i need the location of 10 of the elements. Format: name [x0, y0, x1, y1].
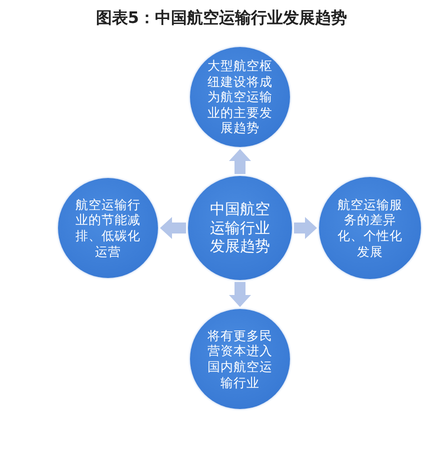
circle-label: 航空运输行业的节能减排、低碳化运营: [74, 196, 142, 260]
circle-label: 航空运输服务的差异化、个性化发展: [336, 196, 404, 260]
block-arrow: [160, 217, 186, 239]
chart-title: 图表5：中国航空运输行业发展趋势: [96, 8, 348, 29]
circle-label: 将有更多民营资本进入国内航空运输行业: [206, 328, 274, 390]
block-arrow: [294, 217, 317, 239]
block-arrow: [229, 282, 251, 307]
block-arrow: [229, 149, 251, 174]
circle-label: 中国航空运输行业发展趋势: [209, 200, 271, 256]
circle-label: 大型航空枢纽建设将成为航空运输业的主要发展趋势: [206, 58, 274, 136]
